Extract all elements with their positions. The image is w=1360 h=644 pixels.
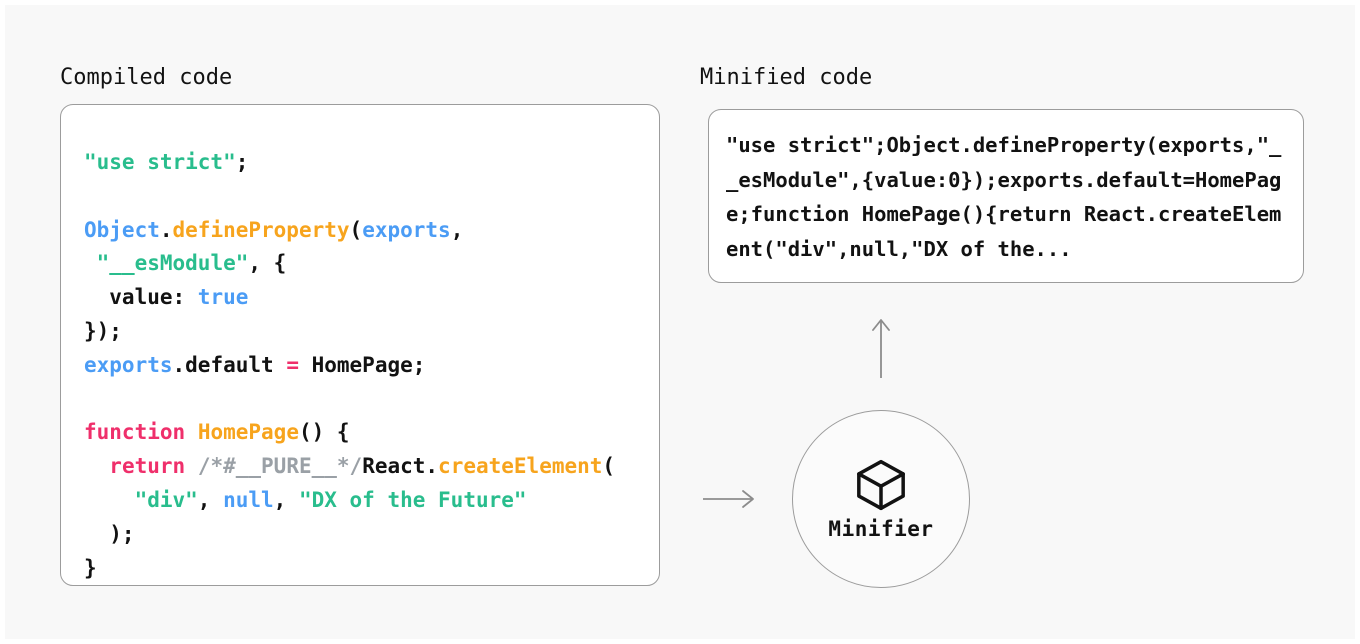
code-token: , { [248, 251, 287, 276]
minifier-node[interactable]: Minifier [792, 410, 970, 588]
code-token [185, 454, 198, 478]
code-token: ; [235, 150, 249, 174]
code-token: = [286, 352, 299, 377]
minified-code-heading: Minified code [700, 65, 873, 90]
code-token: return [109, 454, 186, 479]
code-token: () { [298, 420, 350, 445]
code-token [84, 454, 109, 478]
code-token: .default [172, 352, 287, 377]
code-token: "use strict" [84, 150, 236, 174]
code-token: }); [84, 318, 122, 343]
arrow-up-icon [872, 319, 890, 378]
compiled-code-heading: Compiled code [60, 65, 233, 90]
code-token: , [273, 487, 299, 512]
code-token: "DX of the Future" [298, 487, 527, 512]
code-token: true [197, 285, 249, 310]
code-token: React. [362, 454, 439, 479]
compiled-code-card: "use strict"; Object.defineProperty(expo… [60, 104, 660, 586]
code-token: ( [349, 217, 363, 242]
code-token [84, 488, 135, 512]
code-token: null [223, 487, 274, 512]
code-token: , [197, 487, 224, 512]
code-token: } [84, 555, 97, 580]
code-token: exports [362, 217, 451, 242]
minified-code-block: "use strict";Object.defineProperty(expor… [726, 133, 1282, 261]
code-token: defineProperty [172, 217, 350, 242]
code-token: function [84, 420, 186, 445]
code-token: HomePage; [298, 352, 426, 377]
diagram-canvas: Compiled code "use strict"; Object.defin… [5, 5, 1355, 639]
code-token: /*#__PURE__*/ [197, 454, 363, 479]
code-token: ( [602, 454, 616, 479]
code-token: "__esModule" [96, 251, 249, 276]
compiled-code-block: "use strict"; Object.defineProperty(expo… [84, 146, 659, 585]
code-token: ); [84, 521, 135, 546]
code-token: . [159, 217, 173, 242]
minified-code-card: "use strict";Object.defineProperty(expor… [708, 109, 1304, 283]
code-token: value: [84, 285, 198, 310]
code-token: exports [84, 352, 173, 377]
code-token [84, 251, 97, 275]
code-token [185, 420, 198, 444]
code-token: HomePage [197, 420, 299, 445]
code-token: , [450, 217, 464, 242]
code-token: "div" [134, 487, 198, 512]
cube-icon [857, 459, 905, 511]
arrow-right-icon [703, 490, 754, 508]
code-token: Object [84, 217, 160, 242]
minifier-label: Minifier [828, 517, 934, 541]
code-token: createElement [438, 454, 603, 479]
